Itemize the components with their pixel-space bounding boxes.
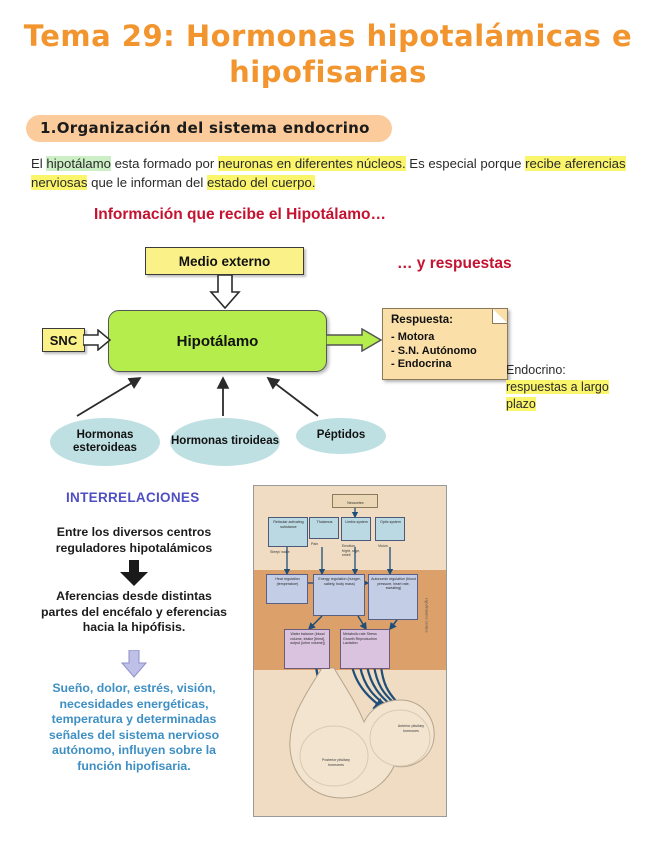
fig-box-metabolic: Metabolic rate Stress Growth Reproductio… xyxy=(340,629,390,669)
intro-text-4: que le informan del xyxy=(87,175,207,190)
fig-box-water-balance: Water balance (blood volume, intake [thi… xyxy=(284,629,330,669)
endocrino-highlight-2: plazo xyxy=(506,397,536,411)
endocrino-note: Endocrino: respuestas a largo plazo xyxy=(506,362,650,413)
box-medio-externo-label: Medio externo xyxy=(178,253,271,269)
intro-paragraph: El hipotálamo esta formado por neuronas … xyxy=(31,154,631,192)
ellipse-arrows xyxy=(76,376,319,417)
hypothalamus-pituitary-figure: Neocortex Reticular activating substance… xyxy=(253,485,447,817)
intro-highlight-hipotalamo: hipotálamo xyxy=(46,156,111,171)
intro-text-1: El xyxy=(31,156,47,171)
ellipse-hormonas-esteroideas-label: Hormonas esteroideas xyxy=(73,428,137,455)
fig-label-vision: Vision xyxy=(378,544,388,548)
fig-box-thalamus: Thalamus xyxy=(309,517,339,539)
down-arrow-icon-violet xyxy=(120,650,148,678)
box-respuesta-list: - Motora - S.N. Autónomo - Endocrina xyxy=(391,331,500,372)
fig-label-hypothalamic-centers: Hypothalamic centers xyxy=(424,598,429,633)
fig-box-energy-regulation: Energy regulation (hunger, satiety, body… xyxy=(313,574,365,616)
list-item: - Endocrina xyxy=(391,358,452,370)
section-heading-label: 1.Organización del sistema endocrino xyxy=(40,119,370,137)
ellipse-peptidos: Péptidos xyxy=(296,418,386,454)
heading-respuestas: … y respuestas xyxy=(397,255,512,272)
ellipse-hormonas-tiroideas-label: Hormonas tiroideas xyxy=(171,435,279,448)
fig-label-sleep-wake: Sleep/ wake xyxy=(270,550,290,554)
intro-text-2: esta formado por xyxy=(110,156,218,171)
fig-box-reticular: Reticular activating substance xyxy=(268,517,308,547)
right-arrow-icon-respuesta xyxy=(326,328,383,352)
section-heading: 1.Organización del sistema endocrino xyxy=(26,115,392,142)
folded-corner-icon xyxy=(492,308,508,324)
hypothalamus-diagram: Medio externo Hipotálamo SNC Respuesta: … xyxy=(0,230,656,480)
box-respuesta-title: Respuesta: xyxy=(391,314,453,326)
box-hipotalamo-label: Hipotálamo xyxy=(176,332,259,350)
fig-box-optic: Optic system xyxy=(375,517,405,541)
interrelaciones-title: INTERRELACIONES xyxy=(66,490,200,505)
page-title-line1: Tema 29: Hormonas hipotalámicas e xyxy=(23,19,633,53)
fig-label-emotion: Emotion, fright, rage, smell xyxy=(342,544,361,558)
right-arrow-icon-snc xyxy=(83,329,111,351)
box-medio-externo: Medio externo xyxy=(145,247,304,275)
heading-informacion: Información que recibe el Hipotálamo… xyxy=(94,206,386,223)
ellipse-hormonas-esteroideas: Hormonas esteroideas xyxy=(50,418,160,466)
interrelaciones-text-2: Aferencias desde distintas partes del en… xyxy=(41,589,227,634)
pituitary-gland-shape xyxy=(289,667,435,799)
box-respuesta: Respuesta: - Motora - S.N. Autónomo - En… xyxy=(382,308,508,380)
list-item: - S.N. Autónomo xyxy=(391,344,477,357)
fig-label-pain: Pain xyxy=(311,542,319,546)
ellipse-peptidos-label: Péptidos xyxy=(316,429,366,442)
box-snc-label: SNC xyxy=(49,332,78,348)
fig-box-autonomic-regulation: Autonomic regulation (blood pressure, he… xyxy=(368,574,418,620)
fig-label-anterior-pituitary: Anterior pituitary hormones xyxy=(397,724,425,733)
list-item: - Motora xyxy=(391,331,435,343)
interrelaciones-text-1: Entre los diversos centros reguladores h… xyxy=(55,525,213,555)
down-arrow-icon xyxy=(209,275,241,309)
page-title-line2: hipofisarias xyxy=(229,55,427,89)
interrelaciones-text-3: Sueño, dolor, estrés, visión, necesidade… xyxy=(48,681,220,773)
intro-text-3: Es especial porque xyxy=(405,156,526,171)
fig-box-heat-regulation: Heat regulation (temperature) xyxy=(266,574,308,604)
ellipse-hormonas-tiroideas: Hormonas tiroideas xyxy=(170,418,280,466)
page-title: Tema 29: Hormonas hipotalámicas e hipofi… xyxy=(0,18,656,90)
endocrino-label: Endocrino: xyxy=(506,363,566,377)
box-hipotalamo: Hipotálamo xyxy=(108,310,327,372)
endocrino-highlight-1: respuestas a largo xyxy=(506,380,609,394)
fig-box-limbic: Limbic system xyxy=(341,517,371,541)
intro-highlight-neuronas: neuronas en diferentes núcleos. xyxy=(217,156,406,171)
intro-highlight-estado: estado del cuerpo. xyxy=(206,175,316,190)
fig-box-neocortex: Neocortex xyxy=(332,494,378,508)
down-arrow-icon-black xyxy=(120,560,148,586)
fig-label-posterior-pituitary: Posterior pituitary hormones xyxy=(322,758,350,767)
